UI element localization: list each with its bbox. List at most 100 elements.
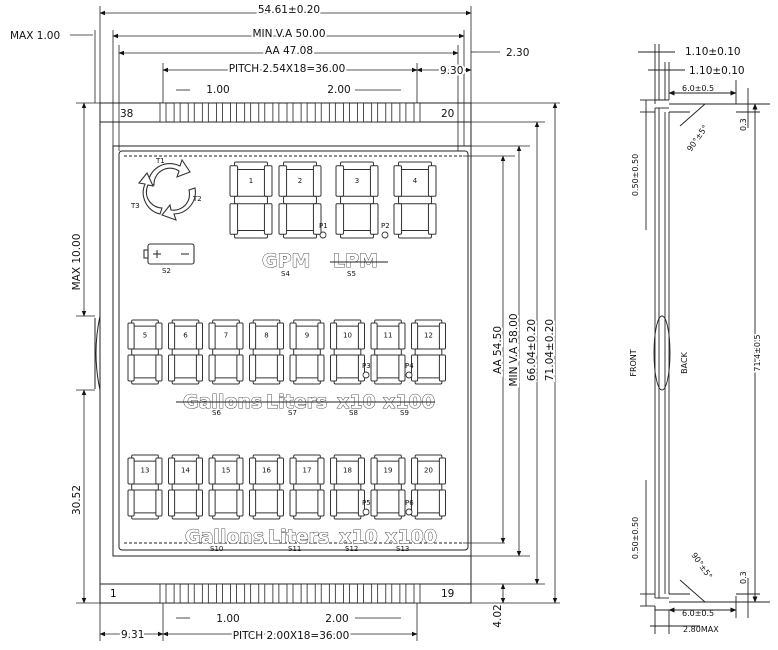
- dim-max-1: MAX 1.00: [10, 30, 60, 42]
- digit-number: 17: [303, 467, 312, 475]
- digit-number: 7: [224, 332, 228, 340]
- pin-bottom: [371, 583, 379, 604]
- side-dim-0-50-bottom: 0.50±0.50: [631, 517, 640, 559]
- pin-top: [300, 102, 308, 123]
- pin-bottom: [328, 583, 336, 604]
- pin-top: [385, 102, 393, 123]
- pin-bottom: [413, 583, 421, 604]
- pin-top: [399, 102, 407, 123]
- label-s12: S12: [345, 545, 358, 553]
- unit-x10-2: x10: [339, 526, 378, 548]
- label-s6: S6: [212, 409, 221, 417]
- pin-bottom: [343, 583, 350, 604]
- digit-number: 13: [141, 467, 150, 475]
- digit-number: 18: [343, 467, 352, 475]
- label-p1: P1: [319, 222, 328, 230]
- label-s2: S2: [162, 267, 171, 275]
- label-t2: T2: [192, 195, 202, 203]
- pin-bottom: [230, 583, 237, 604]
- label-p2: P2: [381, 222, 390, 230]
- dim-66-04: 66.04±0.20: [526, 319, 538, 381]
- unit-x100-2: x100: [385, 526, 437, 548]
- digit: 12: [411, 319, 447, 385]
- pin-bottom: [187, 583, 195, 604]
- digit-number: 8: [264, 332, 268, 340]
- side-dim-0-3-bottom: 0.3: [739, 571, 748, 584]
- unit-lpm: LPM: [333, 250, 378, 272]
- digit-number: 12: [424, 332, 433, 340]
- label-p3: P3: [362, 362, 371, 370]
- pin-bottom: [272, 583, 280, 604]
- label-s5: S5: [347, 270, 356, 278]
- pin-top: [343, 102, 350, 123]
- digit: 8: [249, 319, 285, 385]
- dim-aa-height: AA 54.50: [492, 326, 504, 374]
- pin-bottom: [286, 583, 294, 604]
- pin-bottom: [399, 583, 407, 604]
- dim-min-va-height: MIN V.A 58.00: [508, 313, 520, 386]
- pin-label-1: 1: [110, 588, 117, 600]
- dim-9-30: 9.30: [440, 65, 463, 77]
- pin-bottom: [300, 583, 308, 604]
- pins-top: [159, 102, 421, 123]
- digit-number: 9: [305, 332, 309, 340]
- side-dim-0-3-top: 0.3: [739, 118, 748, 131]
- dim-2-30: 2.30: [506, 47, 529, 59]
- label-s8: S8: [349, 409, 358, 417]
- active-area: [118, 150, 469, 551]
- digit: 20: [411, 454, 447, 520]
- digit-number: 2: [298, 177, 302, 185]
- digit-number: 6: [183, 332, 188, 340]
- label-s11: S11: [288, 545, 301, 553]
- label-t1: T1: [155, 157, 165, 165]
- digit-number: 1: [249, 177, 253, 185]
- pin-top: [413, 102, 421, 123]
- digit-number: 16: [262, 467, 271, 475]
- label-s13: S13: [396, 545, 409, 553]
- dim-30-52: 30.52: [71, 485, 83, 515]
- dim-min-va-width: MIN V.A 50.00: [252, 28, 325, 40]
- digit: 9: [289, 319, 325, 385]
- dim-9-31: 9.31: [121, 629, 144, 641]
- pin-top: [230, 102, 237, 123]
- dim-width-overall: 54.61±0.20: [258, 4, 320, 16]
- dim-1-00-top: 1.00: [206, 84, 229, 96]
- battery-icon: [143, 243, 195, 265]
- digit: 1: [229, 161, 273, 239]
- dim-pitch-bottom: PITCH 2.00X18=36.00: [233, 630, 350, 642]
- pin-top: [159, 102, 167, 123]
- pin-bottom: [201, 583, 209, 604]
- label-s9: S9: [400, 409, 409, 417]
- digit: 5: [127, 319, 163, 385]
- digit: 3: [335, 161, 379, 239]
- front-view: [94, 102, 472, 604]
- digit: 7: [208, 319, 244, 385]
- digit-number: 19: [384, 467, 393, 475]
- label-p5: P5: [362, 499, 371, 507]
- pin-bottom: [159, 583, 167, 604]
- left-ear: [95, 315, 101, 391]
- pin-top: [357, 102, 364, 123]
- digit: 15: [208, 454, 244, 520]
- side-dim-0-50-top: 0.50±0.50: [631, 154, 640, 196]
- pin-label-19: 19: [441, 588, 454, 600]
- digit-number: 11: [384, 332, 393, 340]
- pins-bottom: [159, 583, 421, 604]
- pin-top: [173, 102, 181, 123]
- digit: 17: [289, 454, 325, 520]
- dim-2-00-top: 2.00: [327, 84, 350, 96]
- digit-number: 5: [143, 332, 147, 340]
- pin-top: [216, 102, 223, 123]
- label-p6: P6: [405, 499, 414, 507]
- side-view: [638, 44, 770, 634]
- digit: 6: [168, 319, 204, 385]
- pin-top: [244, 102, 252, 123]
- pin-bottom: [216, 583, 223, 604]
- dim-pitch-top: PITCH 2.54X18=36.00: [229, 63, 346, 75]
- digit: 18: [330, 454, 366, 520]
- pin-top: [201, 102, 209, 123]
- rotation-arrows-icon: [137, 158, 196, 221]
- digit-number: 4: [413, 177, 418, 185]
- pin-label-38: 38: [120, 108, 133, 120]
